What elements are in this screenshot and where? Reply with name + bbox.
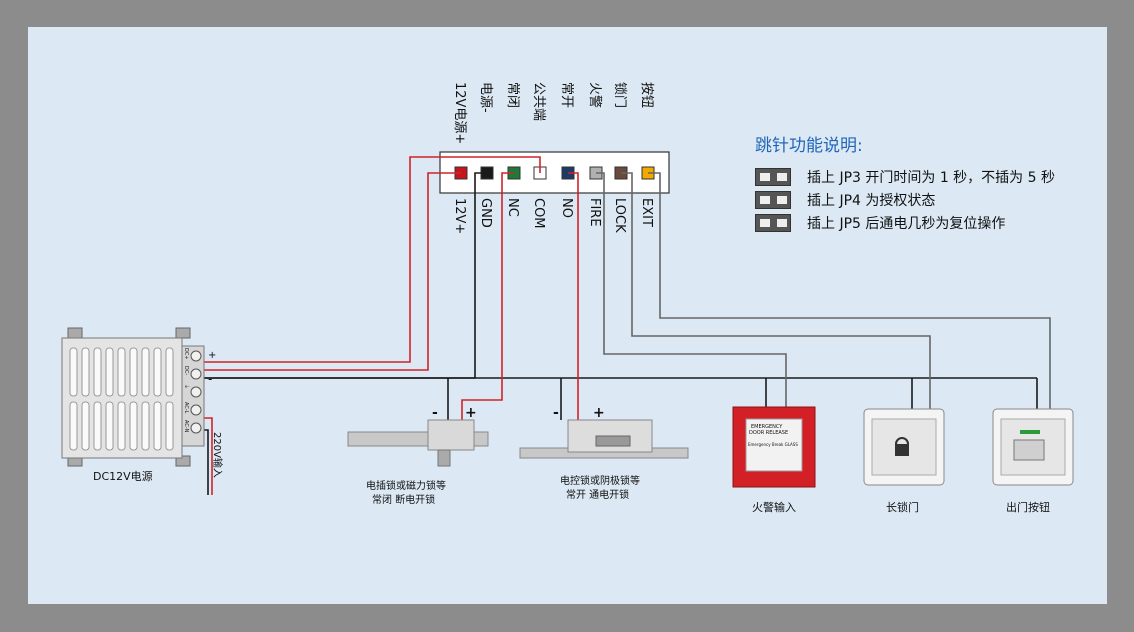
lock-no-caption-1: 电控锁或阴极锁等 xyxy=(560,474,640,487)
lock-no-minus: - xyxy=(553,405,559,421)
terminal-bottom-label: NC xyxy=(505,198,520,217)
terminal-bottom-label: 12V+ xyxy=(452,198,467,234)
ac-input-label: 220V输入 xyxy=(211,432,224,478)
wire-ac-l xyxy=(204,417,213,495)
fire-alarm-caption: 火警输入 xyxy=(752,500,796,514)
legend-item-jp3: 插上 JP3 开门时间为 1 秒，不插为 5 秒 xyxy=(755,167,1055,187)
exit-button-device: 出门按钮 xyxy=(992,408,1074,514)
lock-no-caption-2: 常开 通电开锁 xyxy=(566,488,629,501)
diagram-panel xyxy=(28,27,1107,604)
lock-nc-device: - + 电插锁或磁力锁等 常闭 断电开锁 xyxy=(347,405,489,506)
psu-plus-mark: + xyxy=(208,350,216,361)
lock-no-device: - + 电控锁或阴极锁等 常开 通电开锁 xyxy=(519,405,689,501)
jumper-icon xyxy=(755,191,791,209)
terminal-bottom-label: FIRE xyxy=(587,198,602,227)
terminal-top-label: 电源- xyxy=(478,82,493,113)
psu-terminal-label: ⏚ xyxy=(183,384,190,389)
lock-nc-plus: + xyxy=(465,405,477,421)
fire-alarm-device: EMERGENCY DOOR RELEASE Emergency Break G… xyxy=(732,406,816,514)
power-supply: DC+ DC- ⏚ AC-L AC-N + - DC12V电源 220V输入 xyxy=(61,327,224,483)
psu-vent xyxy=(165,347,174,397)
lock-nc-caption-2: 常闭 断电开锁 xyxy=(372,493,435,506)
terminal-bottom-label: GND xyxy=(478,198,493,228)
psu-terminal-label: AC-N xyxy=(183,420,189,433)
fire-alarm-line-1: EMERGENCY xyxy=(751,424,783,430)
psu-screw-terminal xyxy=(190,368,202,380)
legend-item-jp5: 插上 JP5 后通电几秒为复位操作 xyxy=(755,213,1005,233)
psu-vent xyxy=(129,401,138,451)
lock-nc-minus: - xyxy=(432,405,438,421)
psu-screw-terminal xyxy=(190,350,202,362)
psu-caption: DC12V电源 xyxy=(93,469,153,483)
terminal-top-label: 锁门 xyxy=(612,82,628,108)
fire-alarm-line-3: Emergency Break GLASS xyxy=(748,442,798,447)
long-lock-device: 长锁门 xyxy=(863,408,945,514)
psu-vent xyxy=(153,347,162,397)
legend-item-text: 插上 JP3 开门时间为 1 秒，不插为 5 秒 xyxy=(807,170,1055,186)
wire-gnd xyxy=(204,172,487,379)
psu-screw-terminal xyxy=(190,386,202,398)
psu-vent xyxy=(153,401,162,451)
psu-terminal-label: DC- xyxy=(183,366,189,375)
lock-no-plus: + xyxy=(593,405,605,421)
psu-minus-mark: - xyxy=(208,372,212,386)
wire-12v-b xyxy=(204,156,541,363)
wire-exit xyxy=(648,172,1051,410)
psu-vent xyxy=(141,401,150,451)
wire-nc xyxy=(461,172,514,420)
psu-vent xyxy=(105,401,114,451)
lock-nc-caption-1: 电插锁或磁力锁等 xyxy=(366,479,446,492)
fire-alarm-line-2: DOOR RELEASE xyxy=(749,430,788,436)
wire-lock xyxy=(621,172,931,410)
wire-no xyxy=(568,172,579,420)
psu-vent xyxy=(81,347,90,397)
legend-item-text: 插上 JP5 后通电几秒为复位操作 xyxy=(807,216,1006,232)
psu-screw-terminal xyxy=(190,422,202,434)
terminal-bottom-label: LOCK xyxy=(612,198,627,233)
psu-terminal-label: DC+ xyxy=(183,348,189,360)
psu-terminal-label: AC-L xyxy=(183,402,189,414)
terminal-top-label: 火警 xyxy=(587,82,603,108)
legend-item-jp4: 插上 JP4 为授权状态 xyxy=(755,190,935,210)
psu-vent xyxy=(81,401,90,451)
legend-item-text: 插上 JP4 为授权状态 xyxy=(807,193,936,209)
psu-screw-terminal xyxy=(190,404,202,416)
terminal-bottom-label: NO xyxy=(559,198,574,218)
terminal-top-label: 公共端 xyxy=(531,82,546,121)
terminal-top-label: 常闭 xyxy=(505,82,520,108)
psu-vent xyxy=(69,347,78,397)
terminal-bottom-label: EXIT xyxy=(639,198,654,227)
wires xyxy=(204,156,1051,495)
jumper-icon xyxy=(755,168,791,186)
terminal-top-label: 常开 xyxy=(559,82,574,108)
terminal-top-label: 12V电源+ xyxy=(452,82,467,144)
terminal-top-label: 按钮 xyxy=(639,82,654,108)
psu-vent xyxy=(141,347,150,397)
psu-vent xyxy=(129,347,138,397)
exit-button-caption: 出门按钮 xyxy=(1006,500,1050,514)
psu-vent xyxy=(93,347,102,397)
psu-vent xyxy=(117,347,126,397)
wire-fire xyxy=(596,172,787,410)
wire-12v-a xyxy=(204,172,461,371)
psu-vent xyxy=(165,401,174,451)
jumper-icon xyxy=(755,214,791,232)
terminal-bottom-label: COM xyxy=(531,198,546,229)
psu-vent xyxy=(93,401,102,451)
psu-vent xyxy=(69,401,78,451)
long-lock-caption: 长锁门 xyxy=(886,500,919,514)
psu-vent xyxy=(117,401,126,451)
psu-vent xyxy=(105,347,114,397)
legend-title: 跳针功能说明: xyxy=(755,136,863,156)
wire-ac-n xyxy=(204,429,209,495)
